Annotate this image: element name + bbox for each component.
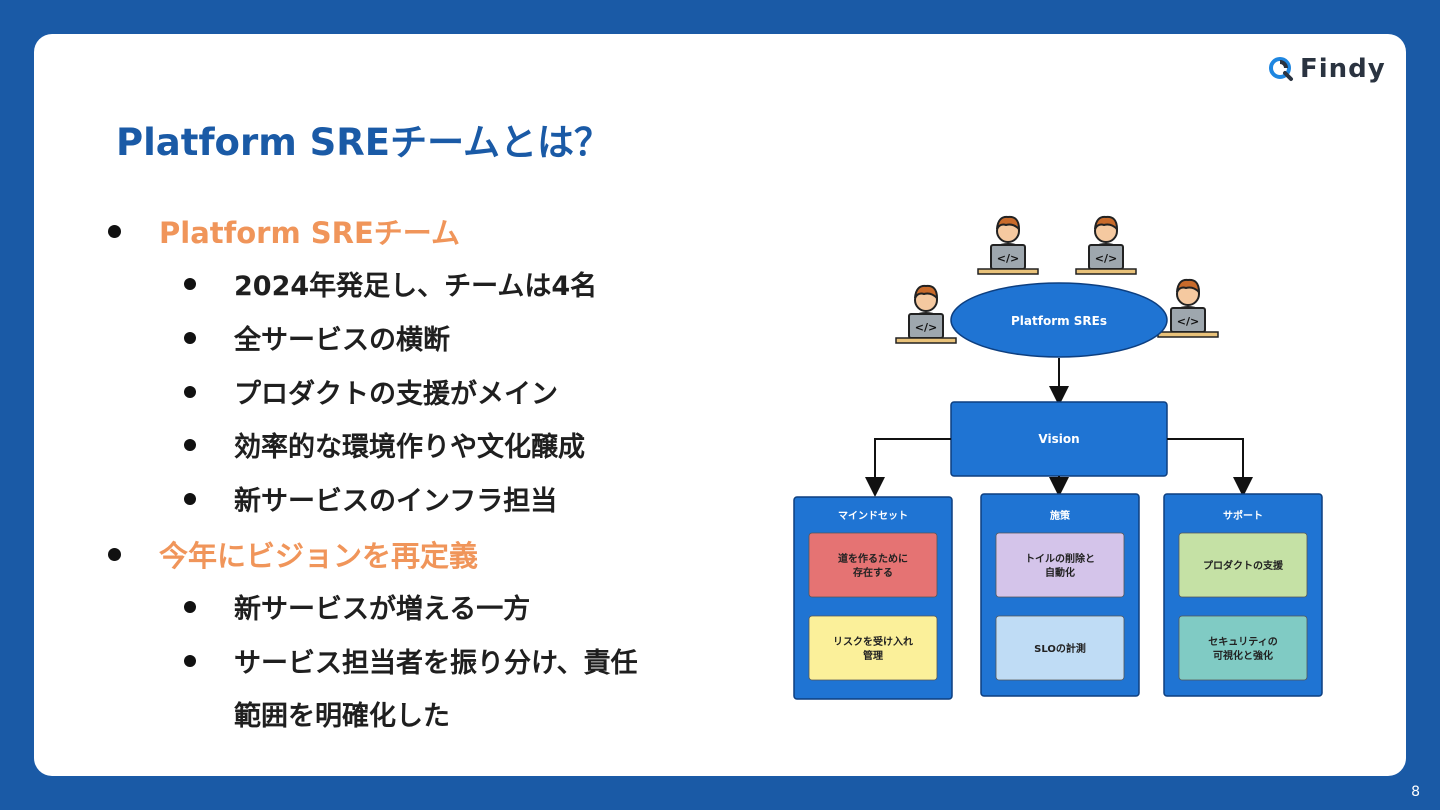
bullet-level2: サービス担当者を振り分け、責任 bbox=[184, 641, 638, 680]
bullet-dot bbox=[184, 492, 196, 505]
bullet-level2: 2024年発足し、チームは4名 bbox=[184, 264, 597, 303]
item-text: 存在する bbox=[853, 566, 893, 579]
page-number: 8 bbox=[1411, 784, 1420, 800]
item-card bbox=[995, 532, 1125, 598]
column-title: サポート bbox=[1223, 509, 1263, 522]
column-title: 施策 bbox=[1050, 509, 1071, 522]
bullet-text: 新サービスのインフラ担当 bbox=[234, 486, 558, 517]
item-text: セキュリティの bbox=[1208, 636, 1277, 648]
developer-icon bbox=[1075, 215, 1137, 275]
findy-logo-icon bbox=[1269, 57, 1293, 81]
bullet-text: 今年にビジョンを再定義 bbox=[159, 539, 479, 573]
bullet-text: サービス担当者を振り分け、責任 bbox=[234, 648, 638, 679]
bullet-text: 新サービスが増える一方 bbox=[234, 594, 531, 625]
item-text: プロダクトの支援 bbox=[1203, 559, 1284, 572]
platform-sres-node bbox=[950, 282, 1168, 358]
bullet-dot bbox=[108, 547, 121, 561]
developer-icon bbox=[1157, 278, 1219, 338]
developer-icon bbox=[895, 284, 957, 344]
team-structure-diagram: </> Platform SREs Vision マインドセット 道を作るために… bbox=[793, 215, 1323, 700]
logo-text: Findy bbox=[1300, 54, 1386, 84]
bullet-dot bbox=[184, 385, 196, 398]
bullet-level2: 新サービスが増える一方 bbox=[184, 587, 530, 626]
vision-label: Vision bbox=[1038, 432, 1079, 446]
item-text: 道を作るために bbox=[838, 552, 908, 565]
bullet-dot bbox=[184, 331, 196, 344]
bullet-text: 効率的な環境作りや文化醸成 bbox=[234, 432, 585, 463]
item-text: SLOの計測 bbox=[1034, 642, 1086, 655]
bullet-level1: Platform SREチーム bbox=[108, 210, 460, 252]
page-title: Platform SREチームとは？ bbox=[116, 121, 611, 164]
arrow bbox=[865, 438, 951, 497]
item-text: トイルの削除と bbox=[1025, 552, 1095, 565]
item-text: 可視化と強化 bbox=[1213, 649, 1273, 662]
item-card bbox=[808, 615, 938, 681]
bullet-text: 2024年発足し、チームは4名 bbox=[234, 271, 598, 302]
bullet-level2: 新サービスのインフラ担当 bbox=[184, 479, 557, 518]
item-text: 自動化 bbox=[1045, 566, 1075, 579]
bullet-text: 全サービスの横断 bbox=[234, 325, 450, 356]
bullet-dot bbox=[184, 654, 196, 667]
bullet-level2: プロダクトの支援がメイン bbox=[184, 372, 558, 411]
findy-logo: Findy bbox=[1268, 54, 1386, 84]
bullet-continuation: 範囲を明確化した bbox=[234, 701, 450, 732]
item-card bbox=[995, 615, 1125, 681]
item-text: リスクを受け入れ bbox=[833, 635, 913, 648]
item-card bbox=[1178, 615, 1308, 681]
bullet-level2: 全サービスの横断 bbox=[184, 318, 450, 357]
bullet-dot bbox=[108, 224, 121, 238]
bullet-level1: 今年にビジョンを再定義 bbox=[108, 533, 478, 575]
bullet-dot bbox=[184, 277, 196, 290]
bullet-level2: 効率的な環境作りや文化醸成 bbox=[184, 425, 585, 464]
platform-sres-label: Platform SREs bbox=[1011, 314, 1107, 328]
arrow bbox=[1167, 438, 1253, 497]
bullet-dot bbox=[184, 600, 196, 613]
developer-icon bbox=[977, 215, 1039, 275]
bullet-text: Platform SREチーム bbox=[159, 216, 460, 250]
bullet-dot bbox=[184, 438, 196, 451]
column-title: マインドセット bbox=[838, 510, 908, 522]
item-card bbox=[808, 532, 938, 598]
item-card bbox=[1178, 532, 1308, 598]
bullet-text: プロダクトの支援がメイン bbox=[234, 379, 558, 410]
item-text: 管理 bbox=[863, 649, 883, 662]
